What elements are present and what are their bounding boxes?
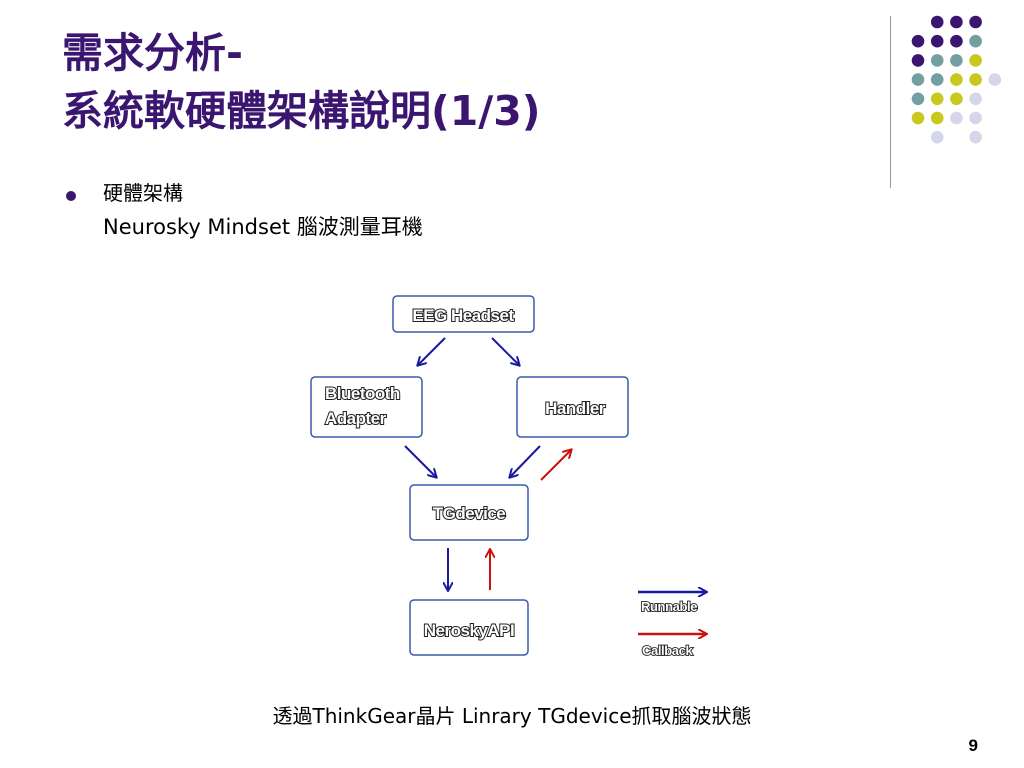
decorative-dot — [950, 15, 963, 29]
arrow-eeg-to-handler — [491, 337, 519, 365]
decorative-dot — [930, 92, 944, 106]
decorative-dot-grid — [911, 15, 1002, 144]
decorative-dot — [930, 34, 944, 48]
decorative-dot — [969, 130, 982, 144]
decorative-dot — [969, 34, 982, 48]
decorative-dot — [930, 54, 944, 67]
decorative-dot — [911, 111, 925, 125]
node-handler: Handler — [516, 376, 629, 438]
diagram-caption: 透過ThinkGear晶片 Linrary TGdevice抓取腦波狀態 — [272, 704, 752, 728]
arrow-bluetooth-to-tgdevice — [404, 445, 436, 477]
bullet-line1: 硬體架構 — [103, 181, 183, 205]
node-neroskyapi-label: NeroskyAPI — [424, 621, 514, 640]
slide-title-line2: 系統軟硬體架構說明(1/3) — [62, 87, 541, 135]
node-eeg-headset-label: EEG Headset — [412, 306, 514, 325]
arrow-eeg-to-bluetooth — [418, 337, 446, 365]
legend: Runnable Callback — [638, 592, 706, 659]
decorative-dot — [930, 73, 944, 86]
decorative-dot — [930, 111, 944, 125]
decorative-dot — [988, 73, 1002, 86]
divider-line — [890, 16, 891, 188]
legend-callback-label: Callback — [642, 643, 693, 658]
decorative-dot — [911, 54, 925, 67]
decorative-dot — [930, 15, 944, 29]
bullet-text: 硬體架構 Neurosky Mindset 腦波測量耳機 — [103, 176, 423, 244]
node-bluetooth-label-2: Adapter — [325, 409, 387, 428]
slide-title-line1: 需求分析- — [62, 29, 244, 77]
slide-title: 需求分析- 系統軟硬體架構說明(1/3) — [62, 24, 541, 140]
decorative-dot — [911, 34, 925, 48]
decorative-dot — [969, 111, 982, 125]
node-handler-label: Handler — [545, 399, 606, 418]
page-number: 9 — [968, 736, 978, 755]
decorative-dot — [950, 54, 963, 67]
legend-runnable-label: Runnable — [641, 599, 697, 614]
node-neroskyapi: NeroskyAPI — [409, 599, 529, 656]
node-tgdevice: TGdevice — [409, 484, 529, 541]
decorative-dot — [930, 130, 944, 144]
arrow-handler-to-tgdevice — [510, 445, 541, 477]
node-bluetooth-label-1: Bluetooth — [325, 384, 400, 403]
node-tgdevice-label: TGdevice — [433, 504, 506, 523]
decorative-dot — [969, 54, 982, 67]
node-bluetooth-adapter: Bluetooth Adapter — [310, 376, 423, 438]
bullet-line2: Neurosky Mindset 腦波測量耳機 — [103, 215, 423, 239]
decorative-dot — [950, 73, 963, 86]
node-eeg-headset: EEG Headset — [392, 295, 535, 333]
decorative-dot — [969, 92, 982, 106]
decorative-dot — [969, 15, 982, 29]
decorative-dot — [969, 73, 982, 86]
decorative-dot — [911, 73, 925, 86]
decorative-dot — [950, 111, 963, 125]
decorative-dot — [950, 34, 963, 48]
decorative-dot — [950, 92, 963, 106]
bullet-icon — [66, 191, 76, 201]
arrow-tgdevice-to-handler-callback — [540, 450, 571, 481]
decorative-dot — [911, 92, 925, 106]
